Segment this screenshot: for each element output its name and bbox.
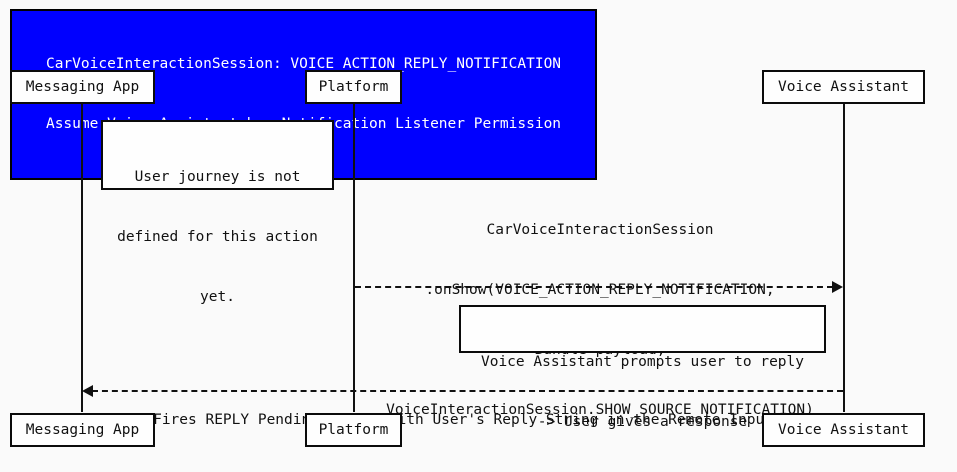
participant-bottom-messaging-app-label: Messaging App bbox=[25, 421, 140, 438]
message-reply-intent-arrow-line bbox=[92, 390, 843, 392]
participant-bottom-platform-label: Platform bbox=[318, 421, 389, 438]
note-user-journey: User journey is not defined for this act… bbox=[101, 120, 334, 305]
participant-top-platform[interactable]: Platform bbox=[305, 70, 402, 104]
lifeline-platform bbox=[353, 104, 355, 412]
message-onshow-line-1: CarVoiceInteractionSession bbox=[486, 222, 714, 238]
message-onshow-line-2: .onShow(VOICE_ACTION_REPLY_NOTIFICATION, bbox=[425, 282, 775, 298]
message-reply-intent-label: Fires REPLY Pending Intent with User's R… bbox=[84, 370, 842, 470]
message-onshow-line-4: VoiceInteractionSession.SHOW_SOURCE_NOTI… bbox=[386, 402, 814, 418]
lifeline-messaging-app bbox=[81, 104, 83, 412]
message-reply-intent-arrow-head-icon bbox=[82, 385, 93, 397]
diagram-title-line-1: CarVoiceInteractionSession: VOICE_ACTION… bbox=[45, 56, 562, 72]
note-user-journey-line-1: User journey is not bbox=[134, 169, 301, 185]
note-prompt-user-line-1: Voice Assistant prompts user to reply bbox=[480, 354, 804, 370]
message-onshow-arrow-head-icon bbox=[832, 281, 843, 293]
participant-bottom-voice-assistant[interactable]: Voice Assistant bbox=[762, 413, 925, 447]
participant-top-voice-assistant-label: Voice Assistant bbox=[778, 78, 909, 95]
note-user-journey-line-2: defined for this action bbox=[117, 229, 318, 245]
participant-top-messaging-app-label: Messaging App bbox=[25, 78, 140, 95]
participant-bottom-messaging-app[interactable]: Messaging App bbox=[10, 413, 155, 447]
lifeline-voice-assistant bbox=[843, 104, 845, 412]
participant-top-platform-label: Platform bbox=[318, 78, 389, 95]
participant-top-voice-assistant[interactable]: Voice Assistant bbox=[762, 70, 925, 104]
participant-top-messaging-app[interactable]: Messaging App bbox=[10, 70, 155, 104]
note-user-journey-line-3: yet. bbox=[200, 289, 235, 305]
message-reply-intent-line-1: Fires REPLY Pending Intent with User's R… bbox=[153, 412, 773, 428]
note-prompt-user-line-2: -> User gives a response bbox=[537, 414, 748, 430]
note-prompt-user: Voice Assistant prompts user to reply ->… bbox=[459, 305, 826, 430]
participant-bottom-platform[interactable]: Platform bbox=[305, 413, 402, 447]
participant-bottom-voice-assistant-label: Voice Assistant bbox=[778, 421, 909, 438]
message-onshow-arrow-line bbox=[355, 286, 833, 288]
